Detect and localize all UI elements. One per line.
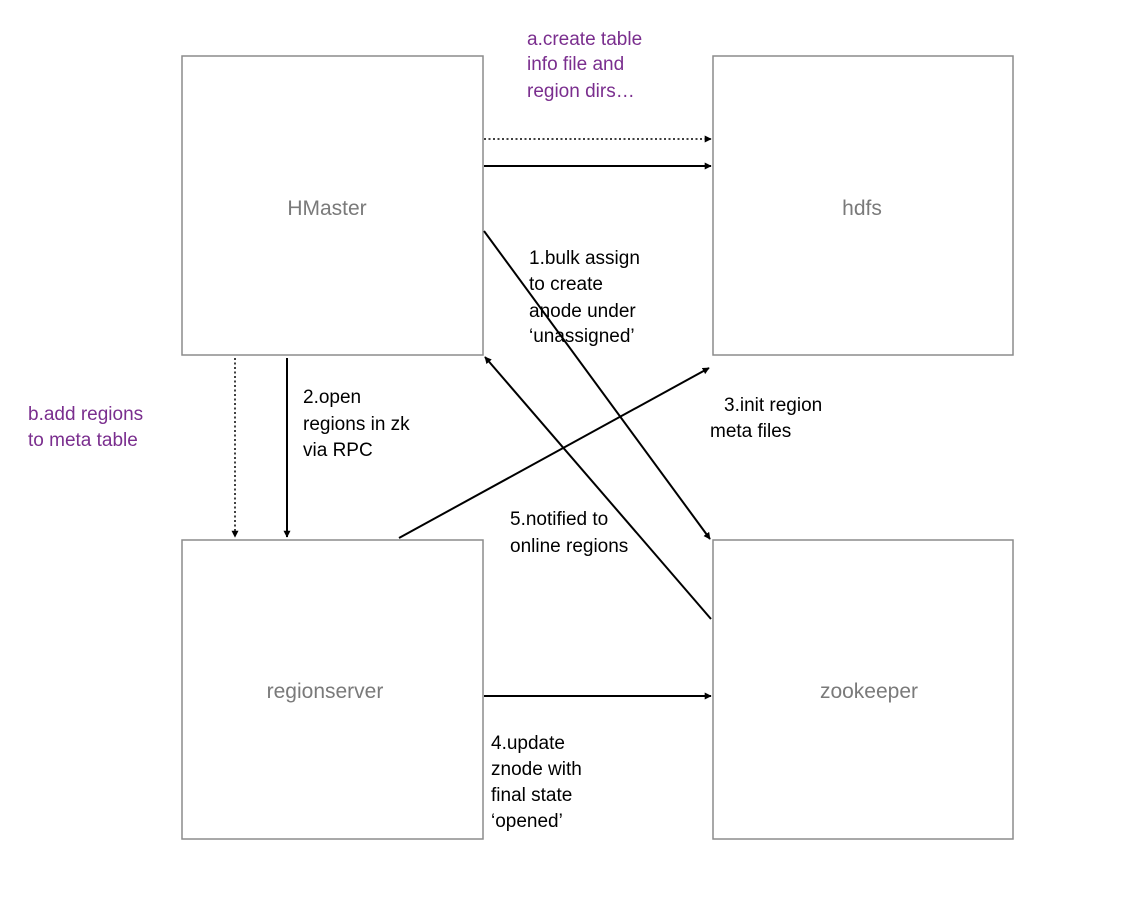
note-b-line-1: b.add regions — [28, 404, 143, 425]
note-step1-line-4: ‘unassigned’ — [529, 326, 635, 347]
note-step4-line-3: final state — [491, 785, 572, 806]
zookeeper-node: zookeeper — [712, 539, 1014, 840]
note-step2-line-2: regions in zk — [303, 414, 410, 435]
note-b-add-regions-to-meta: b.add regions to meta table — [28, 404, 148, 451]
hmaster-node: HMaster — [181, 55, 484, 356]
note-step3-init-region-meta: 3.init region meta files — [710, 395, 828, 442]
note-step4-update-znode: 4.update znode with final state ‘opened’ — [491, 733, 587, 832]
note-step5-notified: 5.notified to online regions — [510, 509, 628, 557]
arrow-hmaster-to-zookeeper — [483, 230, 711, 540]
regionserver-box — [181, 539, 484, 840]
note-a-line-3: region dirs… — [527, 81, 635, 102]
hdfs-label: hdfs — [842, 197, 882, 220]
zookeeper-label: zookeeper — [820, 680, 918, 703]
regionserver-label: regionserver — [267, 680, 384, 703]
note-a-line-1: a.create table — [527, 29, 642, 50]
arrow-zookeeper-to-hmaster — [484, 356, 712, 620]
note-step1-line-3: anode under — [529, 301, 636, 322]
note-step2-line-3: via RPC — [303, 440, 373, 461]
note-step4-line-4: ‘opened’ — [491, 811, 563, 832]
note-step1-line-1: 1.bulk assign — [529, 248, 640, 269]
note-b-line-2: to meta table — [28, 430, 138, 451]
zookeeper-box — [712, 539, 1014, 840]
note-a-create-table-info: a.create table info file and region dirs… — [527, 29, 647, 102]
note-a-line-2: info file and — [527, 54, 624, 75]
note-step1-bulk-assign: 1.bulk assign to create anode under ‘una… — [529, 248, 645, 347]
hmaster-box — [181, 55, 484, 356]
arrow-regionserver-to-hdfs — [398, 367, 710, 539]
note-step1-line-2: to create — [529, 274, 603, 295]
note-step3-line-2: meta files — [710, 421, 791, 442]
hmaster-label: HMaster — [287, 197, 366, 220]
note-step2-open-regions: 2.open regions in zk via RPC — [303, 387, 415, 461]
note-step4-line-2: znode with — [491, 759, 582, 780]
regionserver-node: regionserver — [181, 539, 484, 840]
note-step3-line-1: 3.init region — [724, 395, 822, 416]
note-step5-line-2: online regions — [510, 536, 628, 557]
note-step4-line-1: 4.update — [491, 733, 565, 754]
hdfs-box — [712, 55, 1014, 356]
note-step5-line-1: 5.notified to — [510, 509, 608, 530]
note-step2-line-1: 2.open — [303, 387, 361, 408]
hdfs-node: hdfs — [712, 55, 1014, 356]
